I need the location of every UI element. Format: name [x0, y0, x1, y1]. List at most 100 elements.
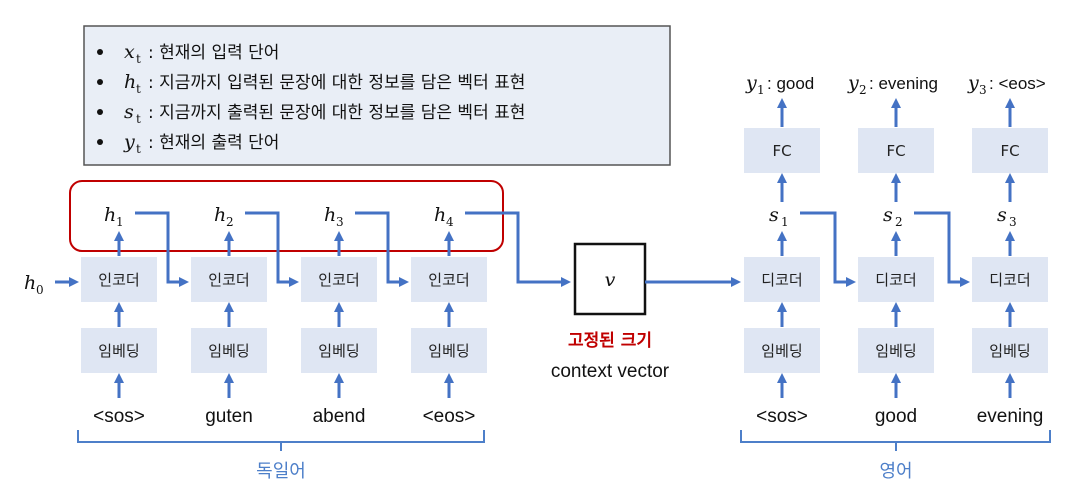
embedding-label: 임베딩 [208, 342, 249, 360]
svg-text:s: s [883, 204, 893, 226]
svg-text:h: h [434, 204, 446, 226]
encoder-arrows [114, 211, 571, 398]
decoder-fc-1: FC [744, 128, 820, 173]
legend-symbol: y [123, 131, 135, 153]
context-caption: context vector [551, 361, 670, 382]
legend-subscript: t [136, 142, 141, 156]
encoder-embedding-3: 임베딩 [301, 328, 377, 373]
decoder-cell-2: 디코더 [858, 257, 934, 302]
encoder-initial-state: h 0 [24, 272, 44, 297]
svg-text:3: 3 [336, 215, 344, 229]
decoder-state-s3: s 3 [997, 204, 1017, 229]
encoder-state-h2: h 2 [214, 204, 234, 229]
decoder-input-token: good [875, 406, 917, 427]
encoder-input-token: guten [205, 406, 253, 427]
embedding-label: 임베딩 [875, 342, 916, 360]
svg-text:h: h [214, 204, 226, 226]
decoder-cell-1: 디코더 [744, 257, 820, 302]
legend-panel: x t : 현재의 입력 단어 h t : 지금까지 입력된 문장에 대한 정보… [83, 25, 671, 166]
svg-text:1: 1 [757, 83, 765, 97]
svg-text:3: 3 [979, 83, 987, 97]
decoder-group-label: 영어 [879, 461, 912, 482]
decoder-embedding-1: 임베딩 [744, 328, 820, 373]
context-vector: v 고정된 크기 context vector [551, 242, 741, 382]
decoder-output-2: y 2 : evening [847, 72, 938, 97]
context-caption-red: 고정된 크기 [568, 331, 652, 351]
svg-text:: good: : good [767, 74, 814, 93]
encoder-label: 인코더 [318, 271, 359, 289]
legend-subscript: t [136, 52, 141, 66]
decoder-label: 디코더 [761, 271, 802, 289]
svg-text:0: 0 [36, 283, 44, 297]
encoder-cell-3: 인코더 [301, 257, 377, 302]
legend-subscript: t [136, 82, 141, 96]
svg-text:1: 1 [116, 215, 124, 229]
decoder-embedding-2: 임베딩 [858, 328, 934, 373]
embedding-label: 임베딩 [318, 342, 359, 360]
encoder-input-token: abend [313, 406, 366, 427]
svg-text:s: s [769, 204, 779, 226]
hidden-state-highlight [69, 180, 504, 252]
encoder-group-label: 독일어 [256, 461, 306, 482]
encoder-brace [77, 430, 485, 443]
embedding-label: 임베딩 [98, 342, 139, 360]
svg-text:4: 4 [446, 215, 454, 229]
encoder-input-token: <sos> [93, 406, 145, 427]
decoder-input-token: evening [977, 406, 1044, 427]
svg-text:: <eos>: : <eos> [989, 74, 1046, 93]
legend-item-s: s t : 지금까지 출력된 문장에 대한 정보를 담은 벡터 표현 [97, 101, 525, 126]
encoder-label: 인코더 [428, 271, 469, 289]
legend-symbol: s [124, 101, 134, 123]
encoder: h 0 인코더 인코더 인코더 인코더 임베딩 임베딩 [24, 204, 571, 482]
fc-label: FC [772, 142, 791, 160]
svg-text:h: h [324, 204, 336, 226]
legend-text: : 지금까지 출력된 문장에 대한 정보를 담은 벡터 표현 [148, 103, 525, 123]
decoder-state-s1: s 1 [769, 204, 789, 229]
legend-symbol: h [124, 71, 136, 93]
embedding-label: 임베딩 [761, 342, 802, 360]
svg-text:h: h [24, 272, 36, 294]
decoder-fc-3: FC [972, 128, 1048, 173]
legend-text: : 지금까지 입력된 문장에 대한 정보를 담은 벡터 표현 [148, 73, 525, 93]
legend-subscript: t [136, 112, 141, 126]
encoder-label: 인코더 [98, 271, 139, 289]
encoder-embedding-1: 임베딩 [81, 328, 157, 373]
fc-label: FC [886, 142, 905, 160]
decoder-input-token: <sos> [756, 406, 808, 427]
encoder-cell-2: 인코더 [191, 257, 267, 302]
encoder-state-h1: h 1 [104, 204, 124, 229]
encoder-input-token: <eos> [423, 406, 476, 427]
svg-text:2: 2 [859, 83, 867, 97]
encoder-state-h3: h 3 [324, 204, 344, 229]
encoder-cell-4: 인코더 [411, 257, 487, 302]
encoder-embedding-2: 임베딩 [191, 328, 267, 373]
svg-text:y: y [847, 72, 859, 94]
decoder-output-3: y 3 : <eos> [967, 72, 1046, 97]
decoder-cell-3: 디코더 [972, 257, 1048, 302]
decoder-embedding-3: 임베딩 [972, 328, 1048, 373]
svg-text:y: y [967, 72, 979, 94]
decoder-state-s2: s 2 [883, 204, 903, 229]
decoder-label: 디코더 [875, 271, 916, 289]
legend-text: : 현재의 출력 단어 [148, 133, 279, 153]
encoder-label: 인코더 [208, 271, 249, 289]
decoder-fc-2: FC [858, 128, 934, 173]
svg-text:s: s [997, 204, 1007, 226]
svg-text:1: 1 [781, 215, 789, 229]
context-symbol: v [605, 269, 616, 291]
legend-item-y: y t : 현재의 출력 단어 [97, 131, 279, 156]
legend-item-x: x t : 현재의 입력 단어 [97, 41, 279, 66]
legend-text: : 현재의 입력 단어 [148, 43, 279, 63]
embedding-label: 임베딩 [989, 342, 1030, 360]
svg-text:h: h [104, 204, 116, 226]
decoder-arrows [777, 98, 1015, 398]
decoder-label: 디코더 [989, 271, 1030, 289]
fc-label: FC [1000, 142, 1019, 160]
legend-symbol: x [124, 41, 135, 63]
legend-item-h: h t : 지금까지 입력된 문장에 대한 정보를 담은 벡터 표현 [97, 71, 525, 96]
svg-text:y: y [745, 72, 757, 94]
decoder: 디코더 디코더 디코더 임베딩 임베딩 임베딩 FC [740, 72, 1051, 482]
decoder-brace [740, 430, 1051, 443]
svg-text:2: 2 [226, 215, 234, 229]
